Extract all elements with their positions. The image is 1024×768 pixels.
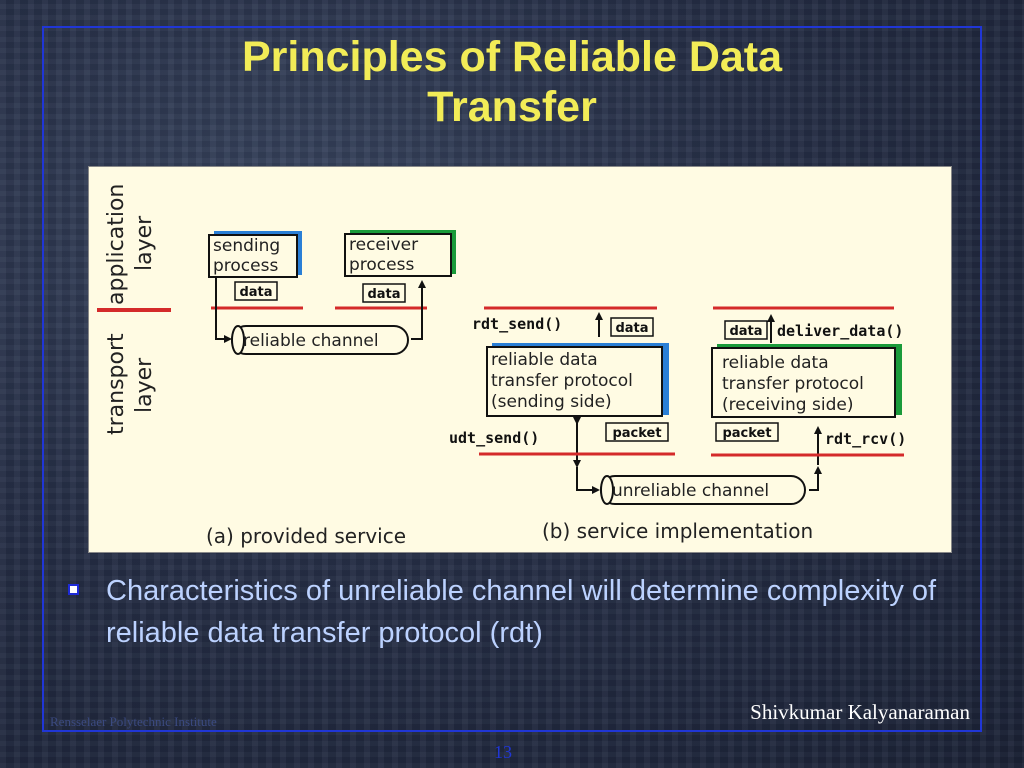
bullet-marker-icon: [68, 584, 79, 595]
title-line-2: Transfer: [427, 83, 597, 131]
arrow-a-up: [411, 280, 426, 340]
title-line-1: Principles of Reliable Data: [241, 33, 783, 81]
packet-tag-send: [605, 422, 669, 442]
rdt-send-label: rdt_send(): [472, 315, 562, 333]
sender-protocol-label-3: (sending side): [491, 392, 612, 412]
sending-process-box: sending process: [208, 231, 302, 278]
reliable-channel-label: reliable channel: [243, 331, 379, 351]
udt-send-label: udt_send(): [449, 429, 539, 447]
institute-name: Rensselaer Polytechnic Institute: [50, 714, 217, 729]
slide-frame: [42, 26, 982, 732]
receiver-protocol-label-3: (receiving side): [722, 395, 853, 415]
layer-label-application: application: [104, 184, 129, 305]
packet-tag-send-label: packet: [612, 426, 661, 441]
data-tag-b-recv: [724, 320, 768, 340]
diagram-svg: application layer transport layer sendin…: [97, 184, 906, 548]
slide-title: Principles of Reliable Data Transfer: [0, 32, 1024, 132]
layer-label-application-layer: layer: [132, 215, 157, 271]
receiver-process-label-2: process: [349, 255, 414, 275]
deliver-data-label: deliver_data(): [777, 322, 903, 340]
unreliable-channel-pipe-end: [600, 475, 614, 505]
sender-protocol-box: [486, 346, 663, 417]
data-tag-b-send: [610, 317, 654, 337]
data-tag-a-recv-label: data: [367, 287, 400, 302]
receiver-protocol-label-1: reliable data: [722, 353, 829, 373]
data-tag-a-send-label: data: [239, 285, 272, 300]
caption-a: (a) provided service: [206, 524, 406, 548]
sending-process-label-1: sending: [213, 236, 280, 256]
receiver-process-box: receiver process: [344, 230, 456, 277]
arrow-out-of-unreliable: [809, 466, 822, 491]
arrow-into-unreliable: [576, 467, 600, 494]
rdt-diagram: application layer transport layer sendin…: [88, 166, 952, 553]
sender-protocol-label-1: reliable data: [491, 350, 598, 370]
caption-b: (b) service implementation: [542, 519, 813, 543]
data-tag-b-recv-label: data: [729, 324, 762, 339]
packet-tag-recv-label: packet: [722, 426, 771, 441]
data-tag-b-send-label: data: [615, 321, 648, 336]
arrow-a-down: [215, 277, 232, 343]
data-tag-a-recv: [362, 283, 406, 303]
receiver-process-label-1: receiver: [349, 235, 418, 255]
page-number: 13: [494, 742, 512, 762]
unreliable-channel-label: unreliable channel: [612, 481, 769, 501]
receiver-protocol-box: [711, 347, 896, 418]
sender-protocol-label-2: transfer protocol: [491, 371, 633, 391]
layer-label-transport-layer: layer: [132, 357, 157, 413]
rdt-rcv-label: rdt_rcv(): [825, 430, 906, 448]
bullet-text: Characteristics of unreliable channel wi…: [106, 575, 937, 649]
reliable-channel-pipe-end: [231, 325, 245, 355]
author-name: Shivkumar Kalyanaraman: [750, 700, 970, 724]
packet-tag-recv: [715, 422, 779, 442]
sending-process-label-2: process: [213, 256, 278, 276]
layer-label-transport: transport: [104, 333, 129, 435]
data-tag-a-send: [234, 281, 278, 301]
receiver-protocol-label-2: transfer protocol: [722, 374, 864, 394]
